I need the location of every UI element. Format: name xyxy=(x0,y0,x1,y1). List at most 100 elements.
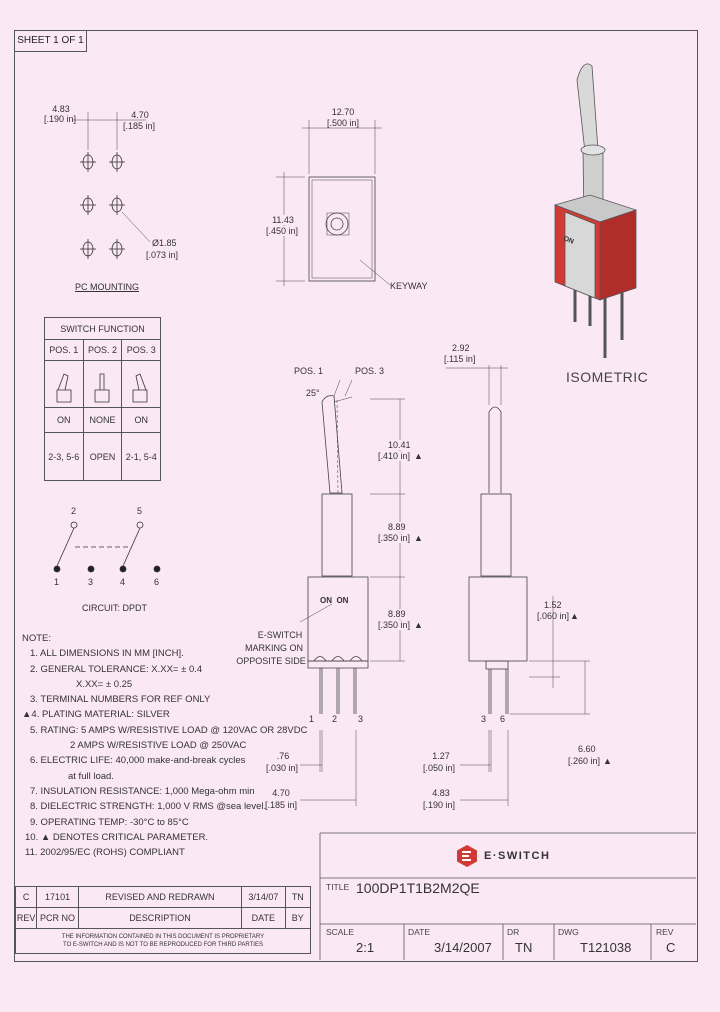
dwg-value: T121038 xyxy=(580,940,632,955)
top-width-mm: 12.70 xyxy=(331,107,355,117)
sheet-label: SHEET 1 OF 1 xyxy=(15,31,87,52)
col-pos3: POS. 3 xyxy=(121,339,161,361)
keyway-label: KEYWAY xyxy=(390,281,428,291)
side-dia-mm: 2.92 xyxy=(452,343,470,353)
side-dia-in: [.115 in] xyxy=(444,354,476,364)
side-d1-in: [.060 in] xyxy=(537,611,570,621)
state-pos2: NONE xyxy=(82,407,123,433)
note-6: 6. ELECTRIC LIFE: 40,000 make-and-break … xyxy=(30,755,246,767)
date-label: DATE xyxy=(408,927,431,937)
note-11: 11. 2002/95/EC (ROHS) COMPLIANT xyxy=(25,847,185,859)
note-4-text: 4. PLATING MATERIAL: SILVER xyxy=(31,709,170,721)
front-d3-in: [.350 in] xyxy=(378,620,411,630)
note-8: 8. DIELECTRIC STRENGTH: 1,000 V RMS @sea… xyxy=(30,801,267,813)
side-view xyxy=(446,365,590,806)
switch-function-title: SWITCH FUNCTION xyxy=(44,317,161,340)
side-marker-2: ▲ xyxy=(603,756,612,766)
circuit-pin-4: 4 xyxy=(120,577,126,587)
pos3-icon-cell xyxy=(121,360,161,408)
state-pos3: ON xyxy=(121,407,161,433)
description-header: DESCRIPTION xyxy=(77,907,243,929)
pc-dim-left-in: [.190 in] xyxy=(43,114,77,124)
top-view xyxy=(276,120,391,286)
front-pin-2: 2 xyxy=(332,714,338,724)
rev-title-value: C xyxy=(666,940,676,955)
pos2-icon-cell xyxy=(82,360,123,408)
side-d2-mm: 6.60 xyxy=(578,744,596,754)
front-d1-mm: 10.41 xyxy=(388,440,411,450)
front-bot2-mm: 4.70 xyxy=(272,788,290,798)
drawing-frame xyxy=(14,30,698,962)
note-7: 7. INSULATION RESISTANCE: 1,000 Mega-ohm… xyxy=(30,785,255,797)
marking-line-2: MARKING ON xyxy=(244,643,303,653)
circuit-pin-2: 2 xyxy=(71,506,77,516)
note-2b: X.XX= ± 0.25 xyxy=(76,678,133,690)
critical-marker-2: ▲ xyxy=(414,533,423,543)
front-d3-mm: 8.89 xyxy=(388,609,406,619)
marking-line-3: OPPOSITE SIDE xyxy=(236,656,306,666)
notes-title: NOTE: xyxy=(22,633,52,644)
scale-value: 2:1 xyxy=(356,940,375,955)
side-bot2-in: [.190 in] xyxy=(422,800,456,810)
top-height-in: [.450 in] xyxy=(260,226,304,236)
conn-pos3: 2-1, 5-4 xyxy=(121,432,161,481)
marking-line-1: E-SWITCH xyxy=(257,630,303,640)
by-value: TN xyxy=(284,886,312,908)
description-value: REVISED AND REDRAWN xyxy=(77,886,243,908)
side-bot1-in: [.050 in] xyxy=(422,763,456,773)
front-bot1-mm: .76 xyxy=(276,751,290,761)
pc-dim-right-in: [.185 in] xyxy=(122,121,156,131)
front-bot1-in: [.030 in] xyxy=(265,763,299,773)
circuit-pin-3: 3 xyxy=(88,577,94,587)
front-view xyxy=(299,379,405,806)
note-1: 1. ALL DIMENSIONS IN MM [INCH]. xyxy=(30,648,184,660)
side-marker-1: ▲ xyxy=(570,611,579,621)
rev-label: REV xyxy=(656,927,674,937)
circuit-pin-1: 1 xyxy=(54,577,60,587)
front-pos3: POS. 3 xyxy=(355,366,385,376)
front-bot2-in: [.185 in] xyxy=(264,800,298,810)
switch-function-table: SWITCH FUNCTION POS. 1 POS. 2 POS. 3 ON … xyxy=(44,317,161,481)
top-width-in: [.500 in] xyxy=(326,118,360,128)
circuit-pin-5: 5 xyxy=(137,506,143,516)
title-label: TITLE xyxy=(326,882,350,892)
isometric-label: ISOMETRIC xyxy=(566,369,649,385)
state-pos1: ON xyxy=(44,407,84,433)
title-block-lines xyxy=(319,832,696,960)
side-d2-in: [.260 in] xyxy=(568,756,601,766)
note-6b: at full load. xyxy=(68,770,114,782)
side-pin-3: 3 xyxy=(481,714,487,724)
dr-value: TN xyxy=(515,940,533,955)
circuit-label: CIRCUIT: DPDT xyxy=(82,603,147,613)
pc-mounting-label: PC MOUNTING xyxy=(75,282,139,292)
note-9: 9. OPERATING TEMP: -30°C to 85°C xyxy=(30,816,189,828)
pcr-value: 17101 xyxy=(36,886,79,908)
top-height-mm: 11.43 xyxy=(264,215,302,225)
e-switch-logo-icon xyxy=(457,845,477,867)
pcr-header: PCR NO xyxy=(36,907,79,929)
pc-mounting-holes xyxy=(72,112,151,259)
disclaimer: THE INFORMATION CONTAINED IN THIS DOCUME… xyxy=(15,928,311,954)
conn-pos1: 2-3, 5-6 xyxy=(44,432,84,481)
date-header: DATE xyxy=(241,907,286,929)
note-10: 10. ▲ DENOTES CRITICAL PARAMETER. xyxy=(25,831,209,843)
front-d2-in: [.350 in] xyxy=(378,533,411,543)
front-body-text: ON ON xyxy=(320,596,349,605)
circuit-diagram xyxy=(53,521,161,573)
front-pos1: POS. 1 xyxy=(294,366,324,376)
note-4: ▲4. PLATING MATERIAL: SILVER xyxy=(22,707,307,722)
critical-marker-note: ▲ xyxy=(22,709,32,721)
scale-label: SCALE xyxy=(326,927,354,937)
critical-marker-3: ▲ xyxy=(414,620,423,630)
isometric-switch-picture xyxy=(553,63,638,358)
pc-hole-mm: Ø1.85 xyxy=(152,238,177,248)
side-d1-mm: 1.52 xyxy=(544,600,562,610)
side-bot2-mm: 4.83 xyxy=(432,788,450,798)
rev-header: REV xyxy=(14,907,38,929)
note-5b: 2 AMPS W/RESISTIVE LOAD @ 250VAC xyxy=(70,740,247,752)
side-pin-6: 6 xyxy=(500,714,506,724)
dr-label: DR xyxy=(507,927,520,937)
side-bot1-mm: 1.27 xyxy=(432,751,450,761)
pos1-icon-cell xyxy=(44,360,84,408)
